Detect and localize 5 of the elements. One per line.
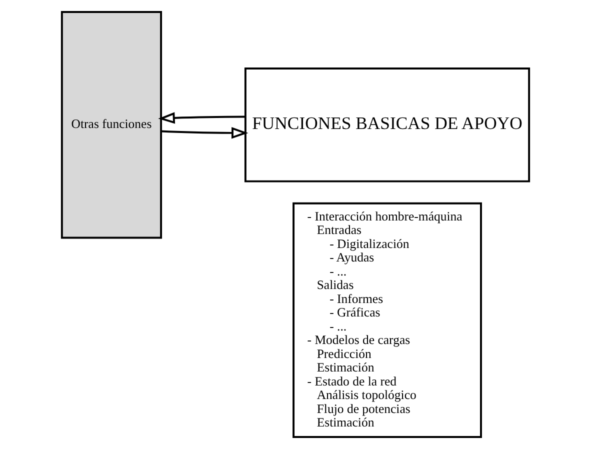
- arrow: [161, 127, 248, 139]
- node-box: FUNCIONES BASICAS DE APOYO: [244, 67, 530, 182]
- node-box: Otras funciones: [60, 11, 162, 239]
- node-box: - Interacción hombre-máquina Entradas - Digitalización - Ayudas - ... Salidas - Informes - Gráficas - ... - Modelos de cargas Predicción Estimación - Estado de la red Análisis topológico Flujo de potencias Estimación: [292, 202, 482, 438]
- arrow: [158, 112, 246, 124]
